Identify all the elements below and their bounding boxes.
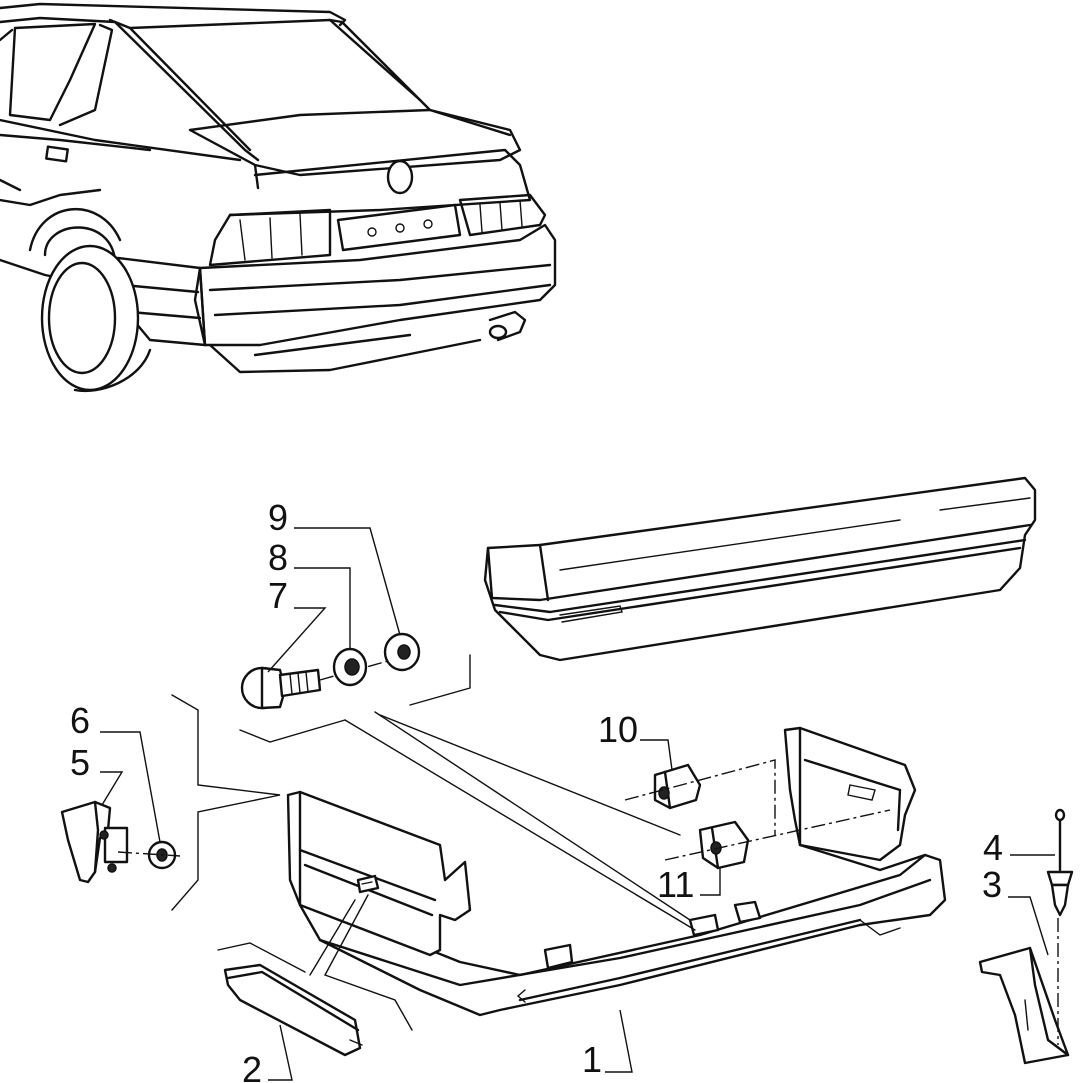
svg-text:7: 7: [268, 575, 288, 616]
mount-bracket-part-3: [978, 946, 1070, 1065]
rivet-part-4: [1046, 808, 1074, 917]
svg-text:9: 9: [268, 497, 288, 538]
callout-11: 11: [657, 864, 721, 905]
callout-6: 6: [70, 700, 161, 843]
clip-part-11: [698, 820, 750, 870]
svg-text:10: 10: [598, 709, 638, 750]
side-bracket-part: [60, 800, 129, 884]
callout-1: 1: [582, 1009, 633, 1080]
callout-8: 8: [268, 537, 351, 650]
svg-text:6: 6: [70, 700, 90, 741]
svg-text:5: 5: [70, 742, 90, 783]
callout-4: 4: [983, 827, 1055, 868]
spacer-part-8: [332, 647, 368, 687]
washer-part-9: [383, 632, 421, 672]
callout-5: 5: [70, 742, 124, 806]
callout-7: 7: [267, 575, 327, 673]
svg-text:3: 3: [982, 864, 1002, 905]
callout-3: 3: [982, 864, 1049, 956]
car-rear-illustration: [0, 2, 557, 393]
axis-line-10: [624, 759, 776, 835]
svg-text:4: 4: [983, 827, 1003, 868]
svg-text:8: 8: [268, 537, 288, 578]
axis-line-5-6: [117, 851, 181, 857]
axis-line-11: [664, 809, 891, 861]
svg-text:1: 1: [582, 1039, 602, 1080]
callout-10: 10: [598, 709, 673, 771]
trim-strip-part: [223, 963, 363, 1057]
bolt-part-7: [240, 666, 322, 710]
bumper-cover-part: [483, 476, 1037, 662]
assembly-guide-lines: [171, 654, 696, 1031]
bumper-assembly-part: [286, 726, 947, 1017]
callout-2: 2: [242, 1024, 293, 1083]
svg-text:11: 11: [657, 864, 694, 905]
callout-9: 9: [268, 497, 401, 636]
svg-text:2: 2: [242, 1049, 262, 1083]
